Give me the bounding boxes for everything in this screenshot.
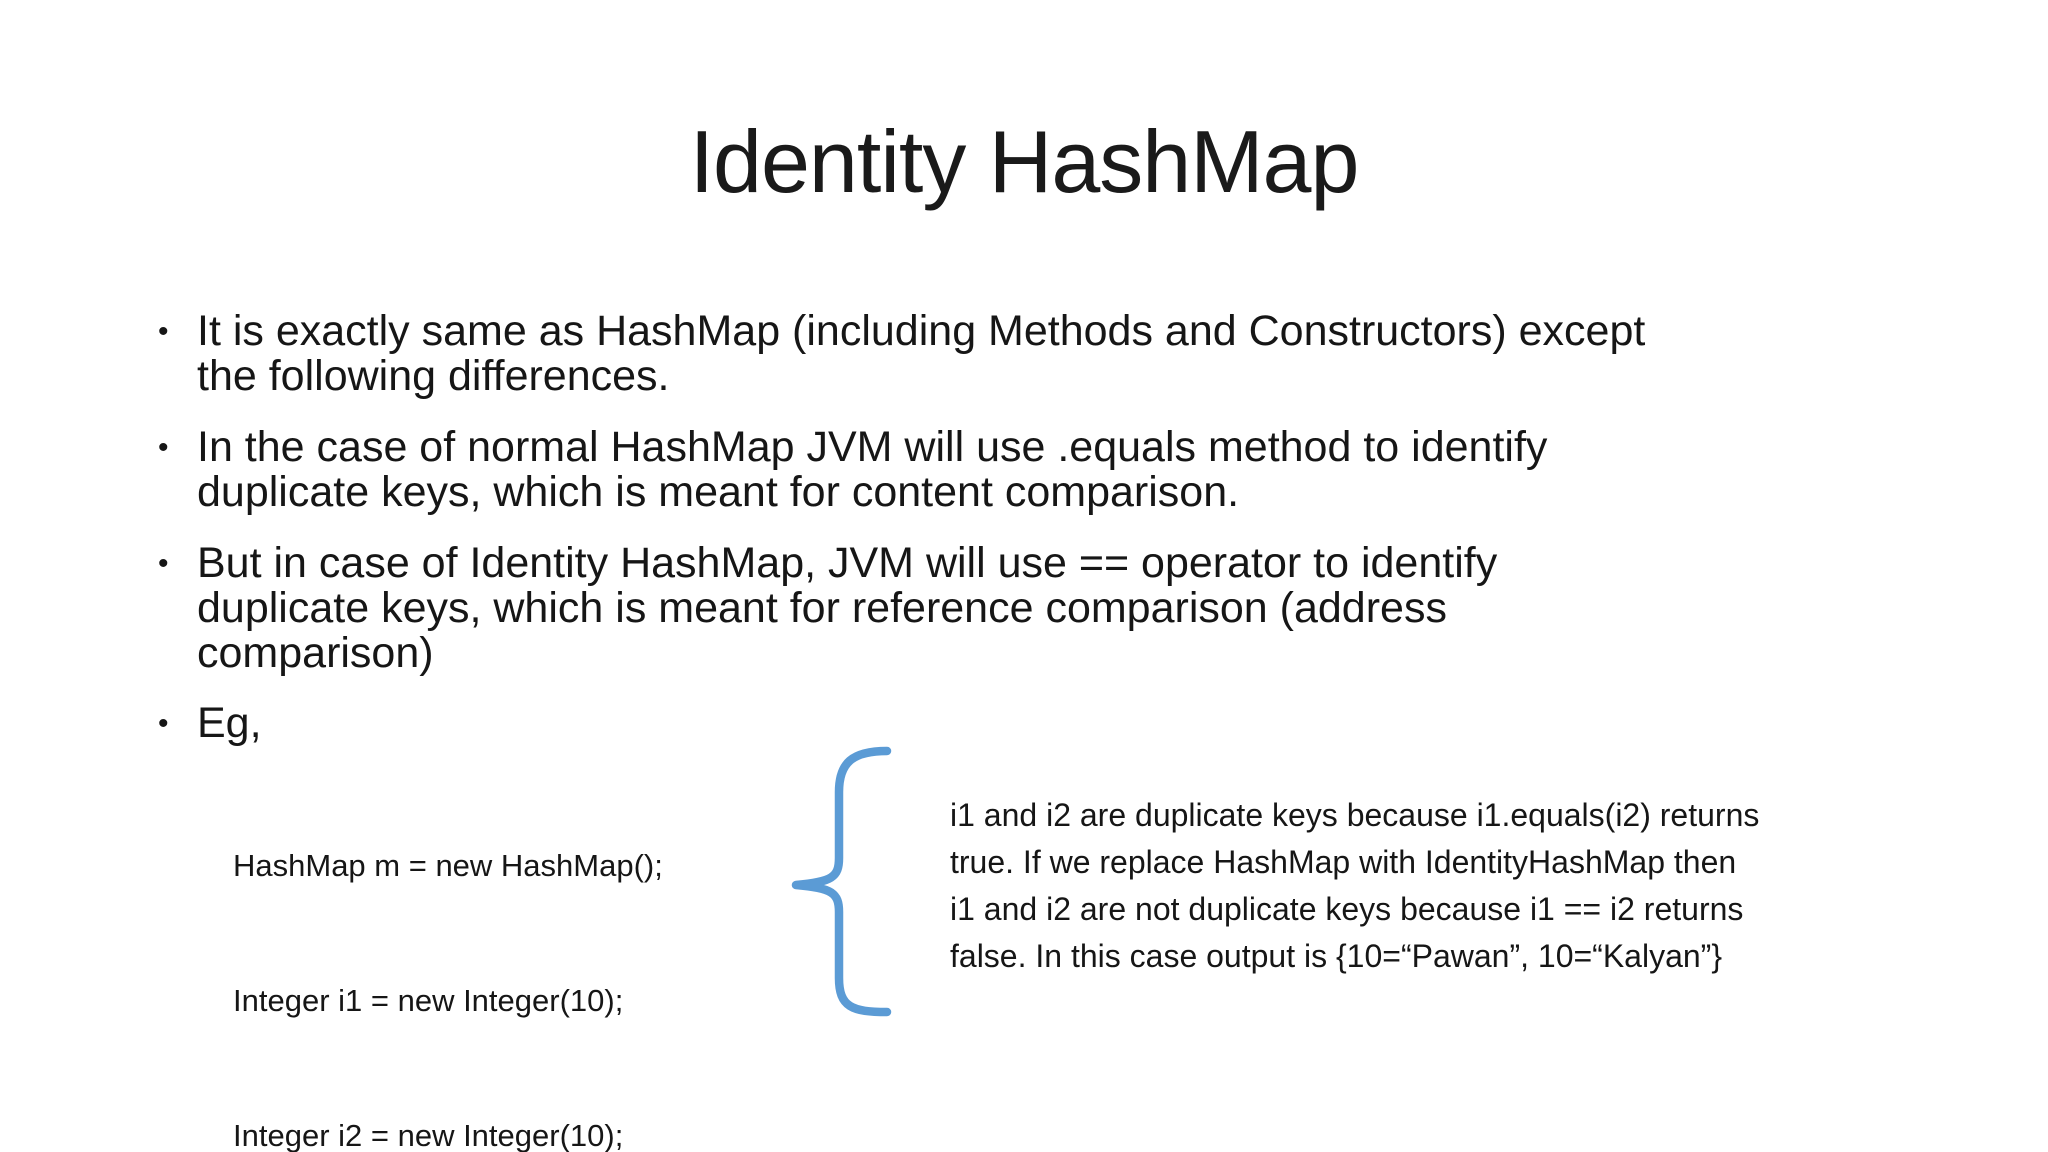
code-line: Integer i2 = new Integer(10);: [233, 1118, 624, 1152]
code-example-block: HashMap m = new HashMap(); Integer i1 = …: [233, 753, 663, 1152]
bullet-line: In the case of normal HashMap JVM will u…: [197, 423, 1548, 471]
bullet-line: comparison): [197, 629, 434, 677]
explanation-line: false. In this case output is {10=“Pawan…: [950, 938, 1723, 974]
bullet-line: the following differences.: [197, 352, 670, 400]
bullet-line: Eg,: [197, 699, 262, 747]
code-line: HashMap m = new HashMap();: [233, 848, 663, 883]
slide-title: Identity HashMap: [689, 112, 1360, 211]
bullet-point-1: • It is exactly same as HashMap (includi…: [158, 309, 1645, 399]
bullet-icon: •: [158, 707, 169, 740]
explanation-line: i1 and i2 are duplicate keys because i1.…: [950, 797, 1760, 833]
bullet-icon: •: [158, 315, 169, 348]
explanation-text-block: i1 and i2 are duplicate keys because i1.…: [950, 792, 1759, 980]
brace-path: [791, 746, 892, 1017]
explanation-line: i1 and i2 are not duplicate keys because…: [950, 891, 1744, 927]
bullet-icon: •: [158, 431, 169, 464]
bullet-line: It is exactly same as HashMap (including…: [197, 307, 1646, 355]
code-line: Integer i1 = new Integer(10);: [233, 983, 624, 1018]
bullet-text: But in case of Identity HashMap, JVM wil…: [197, 541, 1497, 676]
left-curly-brace-icon: [791, 746, 892, 1017]
bullet-text: In the case of normal HashMap JVM will u…: [197, 425, 1547, 515]
bullet-line: But in case of Identity HashMap, JVM wil…: [197, 539, 1498, 587]
bullet-icon: •: [158, 547, 169, 580]
explanation-line: true. If we replace HashMap with Identit…: [950, 844, 1737, 880]
bullet-line: duplicate keys, which is meant for refer…: [197, 584, 1447, 632]
bullet-line: duplicate keys, which is meant for conte…: [197, 468, 1240, 516]
bullet-point-2: • In the case of normal HashMap JVM will…: [158, 425, 1547, 515]
bullet-point-eg: • Eg,: [158, 701, 262, 746]
bullet-text: Eg,: [197, 701, 262, 746]
bullet-point-3: • But in case of Identity HashMap, JVM w…: [158, 541, 1497, 676]
bullet-text: It is exactly same as HashMap (including…: [197, 309, 1645, 399]
